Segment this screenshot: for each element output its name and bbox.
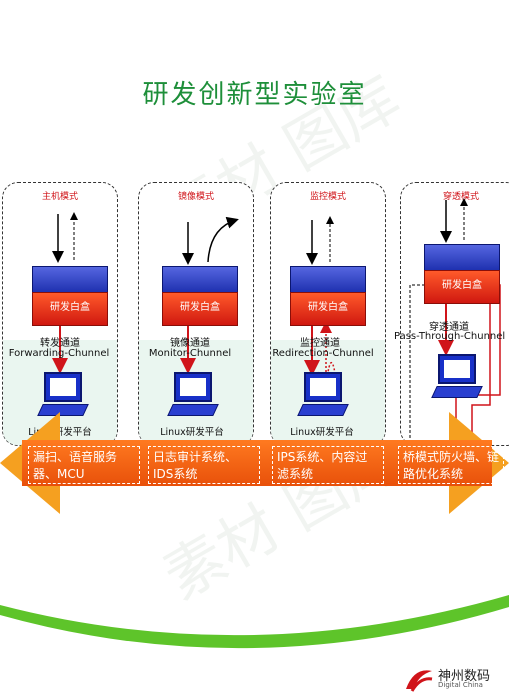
computer-icon: [167, 372, 219, 418]
channel-label-en: Monitor-Chunnel: [148, 348, 232, 359]
whitebox-switch: 研发白盒: [424, 244, 500, 304]
channel-label-cn: 镜像通道: [170, 338, 210, 349]
switch-top: [162, 266, 238, 294]
application-box: IPS系统、内容过滤系统: [272, 446, 384, 484]
brand-logo: 神州数码 Digital China: [404, 663, 509, 693]
whitebox-switch: 研发白盒: [290, 266, 366, 326]
mode-title: 监控模式: [309, 192, 346, 202]
application-box: 桥模式防火墙、链路优化系统: [398, 446, 504, 484]
channel-label-cn: 监控通道: [300, 338, 340, 349]
channel-label-en: Redirection-Chunnel: [272, 348, 374, 359]
computer-icon: [297, 372, 349, 418]
application-band: [22, 440, 492, 486]
application-box: 漏扫、语音服务器、MCU: [28, 446, 140, 484]
switch-label: 研发白盒: [162, 292, 238, 326]
application-box: 日志审计系统、IDS系统: [148, 446, 260, 484]
switch-top: [424, 244, 500, 272]
green-swoosh: [0, 595, 509, 649]
mode-box-monitor: 监控模式: [270, 182, 386, 446]
mode-title: 穿透模式: [442, 192, 479, 202]
logo-brand: 神州数码: [438, 669, 491, 684]
logo-sub: Digital China: [438, 681, 483, 689]
channel-label-en: Forwarding-Chunnel: [8, 348, 110, 359]
platform-label: Linux研发平台: [290, 427, 354, 438]
channel-label-cn: 转发通道: [40, 338, 80, 349]
switch-label: 研发白盒: [290, 292, 366, 326]
channel-label-cn: 穿透通道: [429, 322, 469, 333]
switch-label: 研发白盒: [32, 292, 108, 326]
switch-top: [32, 266, 108, 294]
logo-mark-icon: [406, 670, 433, 692]
mode-title: 镜像模式: [177, 192, 214, 202]
channel-label-en: Pass-Through-Chunnel: [394, 331, 506, 342]
whitebox-switch: 研发白盒: [162, 266, 238, 326]
mode-title: 主机模式: [41, 192, 78, 202]
switch-top: [290, 266, 366, 294]
mode-box-passthrough: 穿透模式: [400, 182, 509, 446]
whitebox-switch: 研发白盒: [32, 266, 108, 326]
computer-icon: [37, 372, 89, 418]
platform-label: Linux研发平台: [160, 427, 224, 438]
computer-icon: [431, 354, 483, 400]
switch-label: 研发白盒: [424, 270, 500, 304]
page-title: 研发创新型实验室: [142, 80, 367, 110]
